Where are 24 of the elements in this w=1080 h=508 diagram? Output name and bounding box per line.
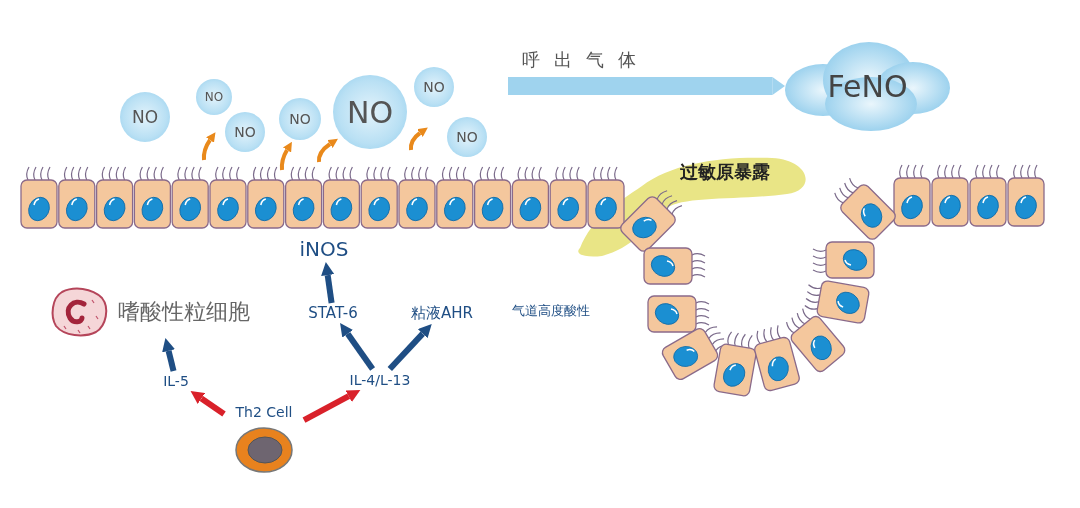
no-bubble: NO bbox=[447, 117, 487, 157]
no-bubble: NO bbox=[225, 112, 265, 152]
arrow bbox=[302, 390, 361, 423]
no-bubble: NO bbox=[196, 79, 232, 115]
feno-cloud: FeNO bbox=[785, 40, 950, 132]
pathway-label: 粘液AHR bbox=[400, 302, 484, 324]
pathway-label: IL-5 bbox=[157, 371, 195, 391]
exhale-arrow bbox=[508, 77, 785, 95]
note-label: 气道高度酸性 bbox=[512, 302, 590, 320]
arrow bbox=[190, 391, 226, 417]
no-bubble: NO bbox=[333, 75, 407, 149]
arrow bbox=[340, 323, 376, 371]
edge-label: 呼出气体 bbox=[522, 48, 650, 72]
pathway-label: IL-4/L-13 bbox=[333, 369, 427, 390]
no-bubble: NO bbox=[120, 92, 170, 142]
cell-label: 嗜酸性粒细胞 bbox=[118, 298, 250, 326]
pathway-label: STAT-6 bbox=[299, 303, 367, 323]
cell-label: Th2 Cell bbox=[235, 404, 293, 420]
no-bubble: NO bbox=[414, 67, 454, 107]
arrow bbox=[321, 262, 335, 304]
arrow bbox=[162, 338, 177, 372]
pathway-label: iNOS bbox=[293, 236, 355, 262]
no-bubble: NO bbox=[279, 98, 321, 140]
arrow bbox=[387, 324, 432, 372]
